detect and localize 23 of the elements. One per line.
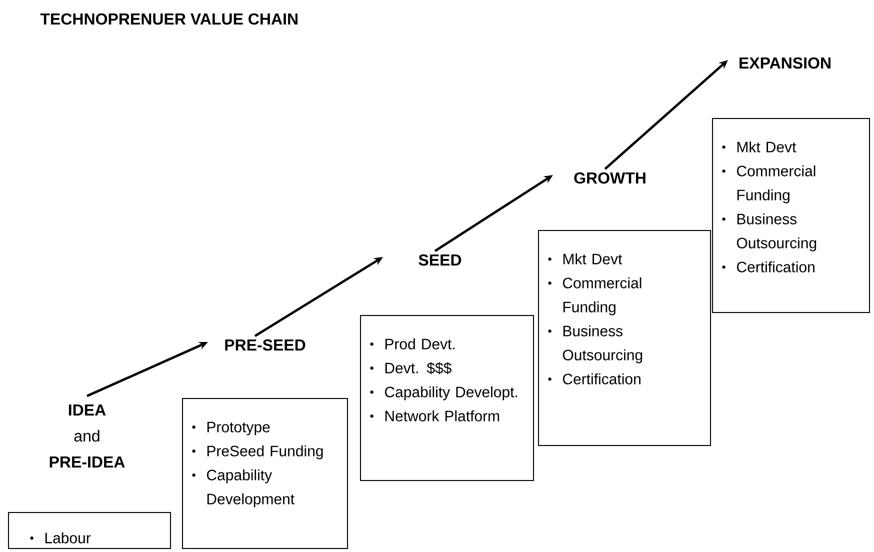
stage-heading: SEED — [418, 254, 462, 266]
node-label: Capability Developt. — [384, 386, 518, 400]
node-label: Certification — [562, 373, 640, 384]
stage-heading: GROWTH — [574, 172, 646, 184]
bullet-list: Labour — [30, 532, 91, 544]
stage-heading: PRE-SEED — [225, 339, 306, 351]
node-label: Commercial Funding — [736, 165, 816, 204]
node-label: Network Platform — [385, 410, 500, 422]
node-label: Devt. $$$ — [385, 362, 452, 374]
title: TECHNOPRENUER VALUE CHAIN — [40, 13, 298, 25]
node-label: Prod Devt. — [385, 338, 455, 350]
node-label: Mkt Devt — [737, 141, 796, 152]
node-label: Business Outsourcing — [562, 325, 642, 364]
node-label: Commercial Funding — [562, 277, 642, 316]
node-label: Certification — [736, 261, 814, 272]
stage-heading: EXPANSION — [740, 57, 830, 69]
bullet-list: Prod Devt. Devt. $$$ Capability Developt. Network Platform — [370, 338, 518, 422]
stage-heading: IDEA and PRE-IDEA — [50, 404, 125, 468]
node-label: Mkt Devt — [563, 253, 622, 264]
bullet-list: Mkt Devt Commercial Funding Business Outsourcing Certification — [722, 141, 816, 272]
bullet-list: Prototype PreSeed Funding Capability Development — [192, 422, 323, 508]
node-label: Business Outsourcing — [736, 213, 816, 252]
bullet-list: Mkt Devt Commercial Funding Business Outsourcing Certification — [548, 253, 642, 384]
